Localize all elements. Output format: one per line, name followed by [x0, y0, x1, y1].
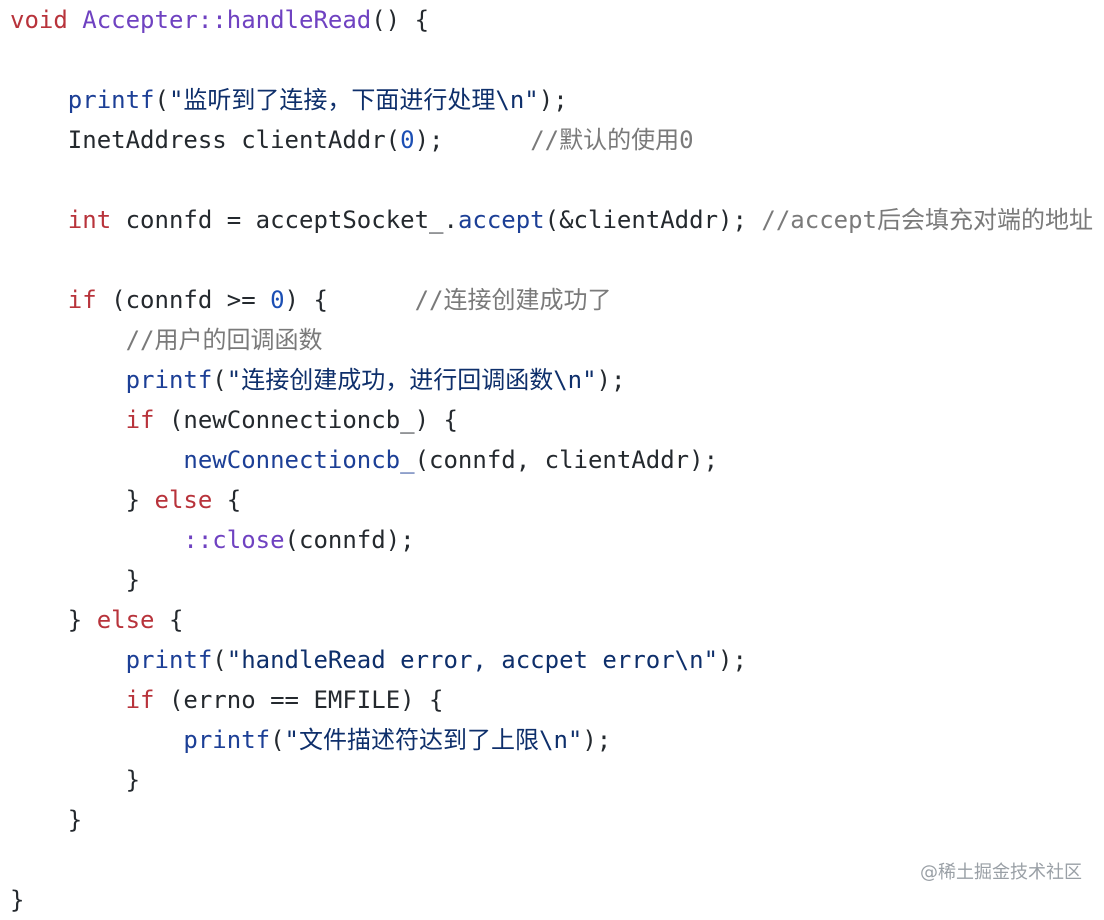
code-line: } — [10, 880, 1093, 920]
code-keyword: else — [154, 486, 213, 514]
code-line: } — [10, 760, 1093, 800]
code-call: printf — [125, 646, 213, 674]
code-text: ); — [596, 366, 626, 394]
code-call: printf — [125, 366, 213, 394]
code-line: } else { — [10, 600, 1093, 640]
code-comment: //默认的使用0 — [530, 126, 694, 154]
code-line: } — [10, 800, 1093, 840]
code-text — [10, 206, 68, 234]
code-line: printf("监听到了连接，下面进行处理\n"); — [10, 80, 1093, 120]
code-line — [10, 40, 1093, 80]
code-text: (newConnectioncb_) { — [154, 406, 458, 434]
code-comment: //accept后会填充对端的地址 — [761, 206, 1093, 234]
code-text — [10, 526, 183, 554]
code-text: { — [154, 606, 184, 634]
code-line: printf("handleRead error, accpet error\n… — [10, 640, 1093, 680]
code-text: InetAddress clientAddr( — [10, 126, 401, 154]
code-function-name: ::close — [183, 526, 285, 554]
code-text: ); — [582, 726, 612, 754]
code-text: (connfd >= — [96, 286, 271, 314]
code-text: (errno == EMFILE) { — [154, 686, 444, 714]
code-line: if (connfd >= 0) { //连接创建成功了 — [10, 280, 1093, 320]
code-text — [10, 646, 126, 674]
code-function-name: Accepter::handleRead — [82, 6, 372, 34]
code-text: () { — [371, 6, 430, 34]
code-text — [10, 686, 126, 714]
code-text: ); — [718, 646, 747, 674]
code-number: 0 — [270, 286, 285, 314]
code-line: } — [10, 560, 1093, 600]
code-text: (connfd, clientAddr); — [414, 446, 719, 474]
code-text: connfd = acceptSocket_. — [111, 206, 458, 234]
code-line: printf("连接创建成功，进行回调函数\n"); — [10, 360, 1093, 400]
code-call: printf — [183, 726, 271, 754]
code-text: } — [10, 806, 83, 834]
code-text: ); — [538, 86, 568, 114]
code-line: //用户的回调函数 — [10, 320, 1093, 360]
code-string: "监听到了连接，下面进行处理\n" — [168, 86, 539, 114]
code-keyword: if — [125, 686, 155, 714]
code-keyword: int — [67, 206, 112, 234]
code-line: printf("文件描述符达到了上限\n"); — [10, 720, 1093, 760]
code-line: if (newConnectioncb_) { — [10, 400, 1093, 440]
code-text: ) { — [284, 286, 415, 314]
code-line — [10, 160, 1093, 200]
code-keyword: else — [96, 606, 155, 634]
code-line — [10, 240, 1093, 280]
code-text: } — [10, 606, 97, 634]
code-text: } — [10, 486, 155, 514]
code-text — [68, 6, 82, 34]
code-text: ); — [414, 126, 531, 154]
code-text: { — [212, 486, 242, 514]
code-line: if (errno == EMFILE) { — [10, 680, 1093, 720]
code-text — [10, 86, 68, 114]
code-line: int connfd = acceptSocket_.accept(&clien… — [10, 200, 1093, 240]
code-comment: //用户的回调函数 — [125, 326, 323, 354]
code-line: } else { — [10, 480, 1093, 520]
code-text — [10, 286, 68, 314]
code-string: "连接创建成功，进行回调函数\n" — [226, 366, 597, 394]
code-block: void Accepter::handleRead() { printf("监听… — [10, 0, 1093, 920]
code-text: } — [10, 886, 25, 914]
code-keyword: if — [125, 406, 155, 434]
code-call: newConnectioncb_ — [183, 446, 415, 474]
code-text: (connfd); — [284, 526, 415, 554]
code-text: ( — [212, 366, 227, 394]
code-comment: //连接创建成功了 — [414, 286, 612, 314]
code-text — [10, 406, 126, 434]
code-text — [10, 446, 183, 474]
code-call: accept — [457, 206, 545, 234]
code-line: ::close(connfd); — [10, 520, 1093, 560]
code-call: printf — [67, 86, 155, 114]
code-text — [10, 366, 126, 394]
watermark-label: @稀土掘金技术社区 — [920, 862, 1082, 883]
code-text: ( — [212, 646, 227, 674]
code-line: InetAddress clientAddr(0); //默认的使用0 — [10, 120, 1093, 160]
code-number: 0 — [400, 126, 415, 154]
code-text — [10, 726, 183, 754]
code-text — [10, 326, 126, 354]
code-string: "文件描述符达到了上限\n" — [284, 726, 583, 754]
code-line: void Accepter::handleRead() { — [10, 0, 1093, 40]
code-text: ( — [154, 86, 169, 114]
code-string: "handleRead error, accpet error\n" — [226, 646, 719, 674]
code-keyword: if — [67, 286, 97, 314]
code-line: newConnectioncb_(connfd, clientAddr); — [10, 440, 1093, 480]
code-text: ( — [270, 726, 285, 754]
code-keyword: void — [10, 6, 68, 34]
code-text: (&clientAddr); — [544, 206, 762, 234]
code-text: } — [10, 566, 141, 594]
code-text: } — [10, 766, 141, 794]
